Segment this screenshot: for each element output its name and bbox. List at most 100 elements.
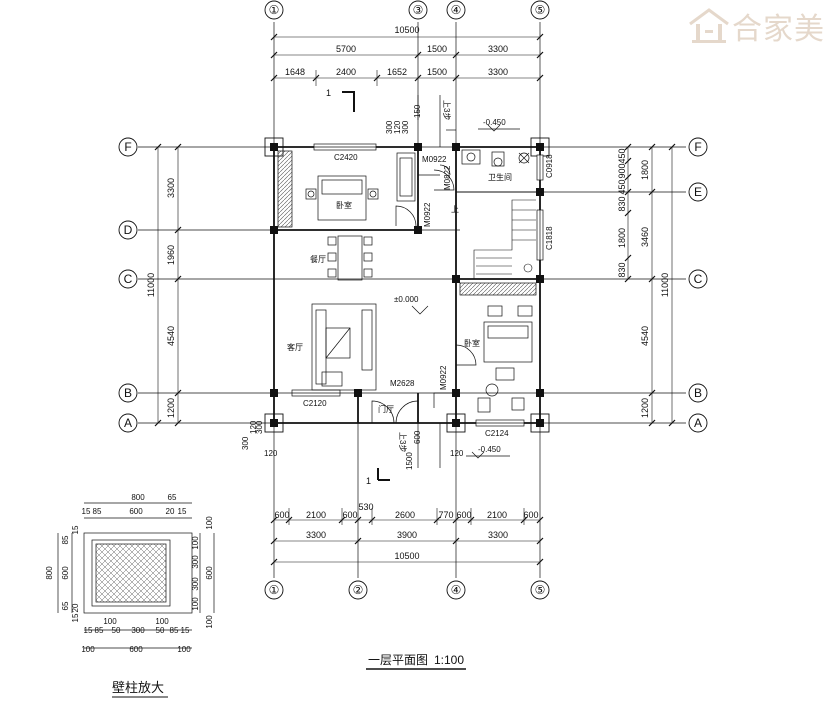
top-dimension-text: 10500 5700 1500 3300 1648 2400 1652 1500… xyxy=(285,25,508,77)
detail-bottom2-3: 100 xyxy=(177,645,191,654)
dim-left-1: 3300 xyxy=(166,178,176,198)
small-dim-11: 300 xyxy=(255,420,264,434)
door-m0822: M0822 xyxy=(443,165,452,190)
detail-right-5: 600 xyxy=(205,566,214,580)
grid-left-F: F xyxy=(124,140,131,154)
detail-left-4: 65 xyxy=(61,601,70,610)
dim-bottom-low-6: 770 xyxy=(438,510,453,520)
dim-right-sub-1: 450 xyxy=(617,148,627,163)
floor-level-mark: ±0.000 xyxy=(394,295,429,315)
bedroom2-furniture xyxy=(459,282,537,413)
bottom-entry xyxy=(417,423,510,468)
detail-top-1: 15 xyxy=(82,507,91,516)
dim-left-2: 1960 xyxy=(166,245,176,265)
drawing-title: 一层平面图 xyxy=(368,653,428,667)
house-logo-icon xyxy=(689,8,729,43)
dim-bottom-low-7: 600 xyxy=(456,510,471,520)
small-dim-3: 300 xyxy=(401,120,410,134)
detail-bottom-2: 85 xyxy=(95,626,104,635)
section-mark-bottom: 1 xyxy=(366,476,371,486)
detail-right-7: 100 xyxy=(205,615,214,629)
top-dimensions xyxy=(270,33,544,86)
door-m0922-mid: M0922 xyxy=(423,202,432,227)
detail-bottom-4: 300 xyxy=(131,626,145,635)
right-dimensions xyxy=(624,143,676,427)
level-bottom-outside: -0.450 xyxy=(478,445,501,454)
small-dim-2: 120 xyxy=(393,120,402,134)
grid-left-A: A xyxy=(124,416,132,430)
dim-top-mid-3: 3300 xyxy=(488,44,508,54)
grid-bottom-5: ⑤ xyxy=(535,583,546,597)
room-bedroom1: 卧室 xyxy=(336,200,352,210)
bedroom1-furniture xyxy=(277,150,416,228)
grid-bubbles xyxy=(118,0,708,600)
detail-bottom2-1: 100 xyxy=(81,645,95,654)
bath-fixtures xyxy=(461,149,530,167)
windows xyxy=(291,143,544,427)
window-c2120: C2120 xyxy=(303,399,327,408)
detail-bottom-5: 50 xyxy=(156,626,165,635)
detail-bottom-extra-1: 100 xyxy=(103,617,117,626)
dim-top-low-1: 1648 xyxy=(285,67,305,77)
detail-left-2: 15 xyxy=(71,525,80,534)
stair-top-label: 上3步 xyxy=(442,100,451,120)
grid-left-D: D xyxy=(124,223,133,237)
detail-title: 壁柱放大 xyxy=(112,680,164,695)
section-marks xyxy=(342,91,390,481)
small-dim-1: 300 xyxy=(385,120,394,134)
detail-right-4: 300 xyxy=(191,577,200,591)
detail-right-2: 100 xyxy=(191,536,200,550)
detail-bottom-1: 15 xyxy=(84,626,93,635)
detail-right-6: 100 xyxy=(191,597,200,611)
dim-bottom-mid-3: 3300 xyxy=(488,530,508,540)
watermark-logo: 合家美 xyxy=(686,4,825,48)
bottom-dimensions xyxy=(270,508,544,566)
dim-top-low-4: 1500 xyxy=(427,67,447,77)
dim-top-mid-1: 5700 xyxy=(336,44,356,54)
stair-up-label: 上 xyxy=(451,205,459,214)
detail-left-total: 800 xyxy=(45,566,54,580)
grid-top-4: ④ xyxy=(451,3,462,17)
window-labels: C2420 C2120 C2124 C0918 C1818 xyxy=(303,153,554,438)
small-dim-8: 150 xyxy=(413,104,422,118)
dim-bottom-low-4: 530 xyxy=(358,502,373,512)
dim-right-sub-2: 900 xyxy=(617,163,627,178)
door-m0922-top: M0922 xyxy=(422,155,447,164)
grid-right-F: F xyxy=(694,140,701,154)
dim-bottom-low-5: 2600 xyxy=(395,510,415,520)
dim-right-sub-3: 450 xyxy=(617,179,627,194)
grid-right-A: A xyxy=(694,416,702,430)
level-top-outside: -0.450 xyxy=(483,118,506,127)
dim-left-total: 11000 xyxy=(146,273,156,297)
small-dim-7: 600 xyxy=(413,430,422,444)
living-furniture xyxy=(311,303,377,391)
dim-right-1: 1800 xyxy=(640,160,650,180)
dim-bottom-mid-1: 3300 xyxy=(306,530,326,540)
detail-top-4: 20 xyxy=(166,507,175,516)
left-dimension-text: 11000 3300 1960 4540 1200 xyxy=(146,178,176,418)
detail-top-3: 600 xyxy=(129,507,143,516)
doors xyxy=(371,164,477,424)
door-m0922-right: M0922 xyxy=(439,365,448,390)
dim-top-total: 10500 xyxy=(394,25,419,35)
top-entry xyxy=(417,95,520,147)
dim-left-3: 4540 xyxy=(166,326,176,346)
dim-top-low-5: 3300 xyxy=(488,67,508,77)
grid-top-5: ⑤ xyxy=(535,3,546,17)
detail-right-1: 100 xyxy=(205,516,214,530)
dim-right-4: 1200 xyxy=(640,398,650,418)
dim-top-low-2: 2400 xyxy=(336,67,356,77)
dim-right-2: 3460 xyxy=(640,227,650,247)
door-labels: M0922 M0822 M0922 M0922 M2628 xyxy=(390,155,452,390)
grid-top-1: ① xyxy=(269,3,280,17)
room-living: 客厅 xyxy=(287,342,303,352)
stair xyxy=(473,199,536,279)
grid-right-E: E xyxy=(694,185,702,199)
dim-right-3: 4540 xyxy=(640,326,650,346)
window-c1818: C1818 xyxy=(545,226,554,250)
door-m2628: M2628 xyxy=(390,379,415,388)
grid-bottom-4: ④ xyxy=(451,583,462,597)
small-dim-6: 1500 xyxy=(405,452,414,470)
detail-top-2: 85 xyxy=(93,507,102,516)
